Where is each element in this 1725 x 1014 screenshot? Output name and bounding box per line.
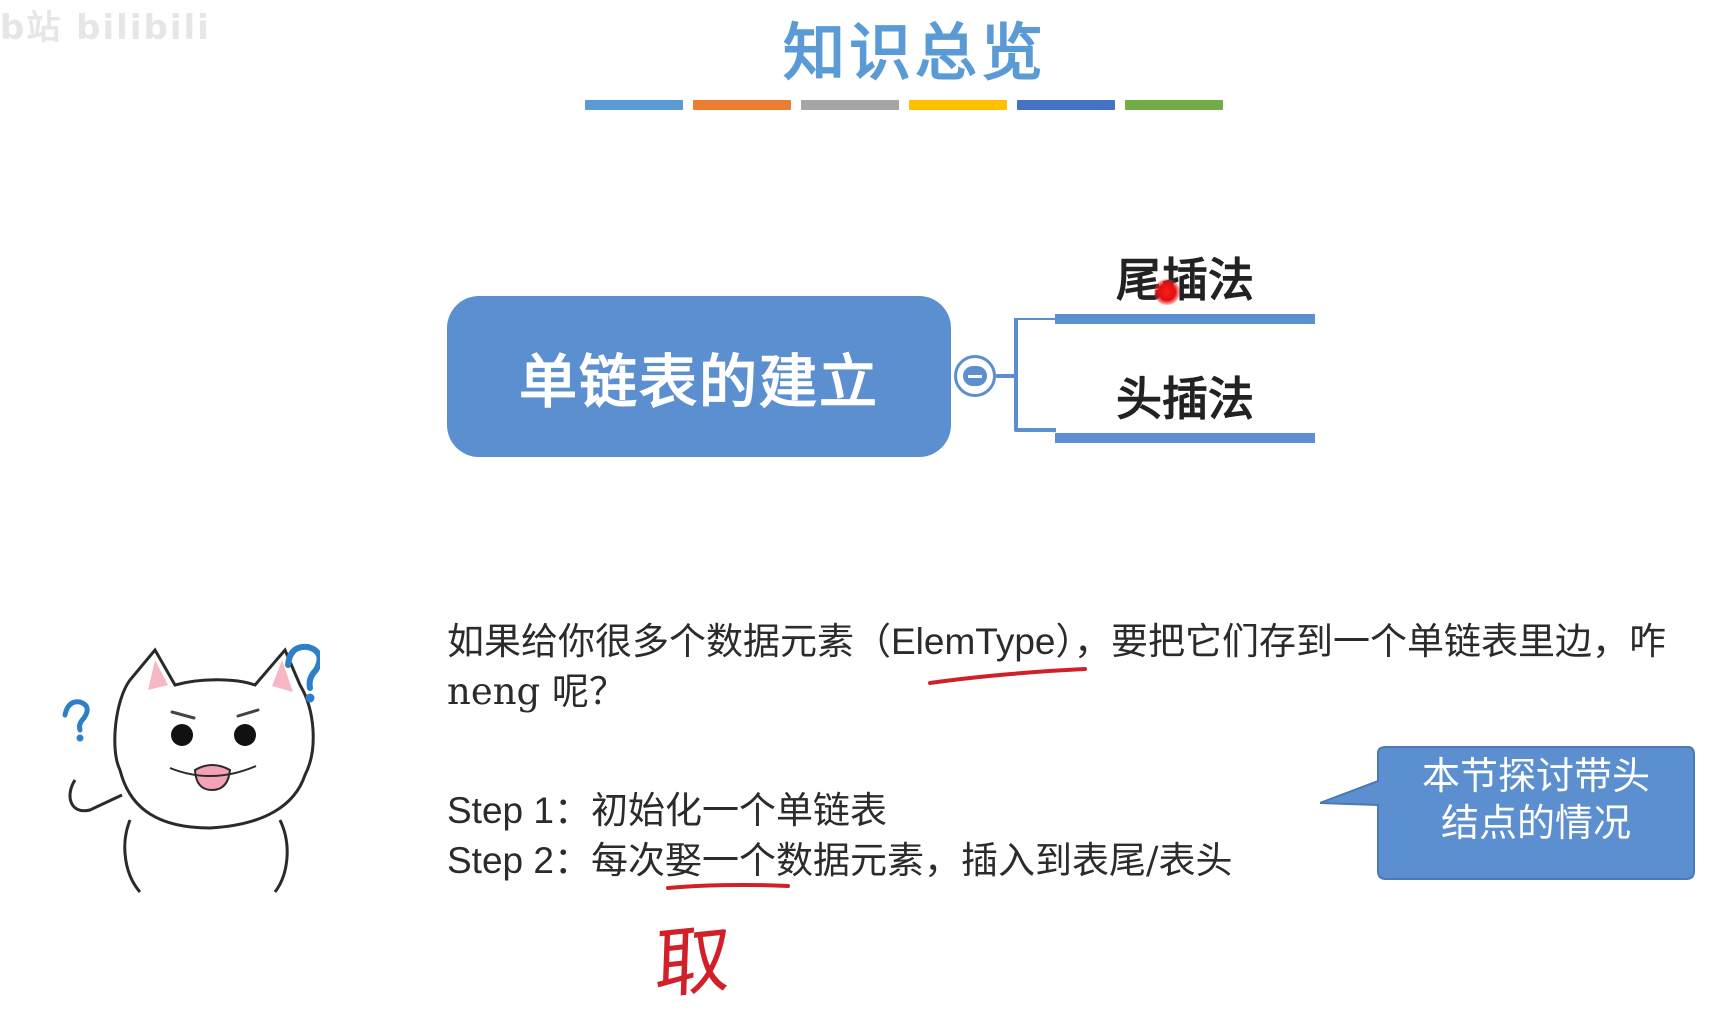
color-bar	[693, 100, 791, 110]
callout-bubble: 本节探讨带头 结点的情况	[1320, 745, 1695, 885]
color-bar	[1125, 100, 1223, 110]
collapse-toggle-icon[interactable]	[954, 355, 996, 397]
step-label: Step 2：	[447, 840, 591, 881]
steps-list: Step 1：初始化一个单链表 Step 2：每次娶一个数据元素，插入到表尾/表…	[447, 786, 1232, 886]
color-bar	[585, 100, 683, 110]
question-suffix: ），要把它们存到一个单链表里边，咋 neng 呢？	[447, 620, 1667, 713]
callout-text: 本节探讨带头 结点的情况	[1380, 753, 1692, 847]
step-item: Step 2：每次娶一个数据元素，插入到表尾/表头	[447, 836, 1232, 886]
callout-line: 结点的情况	[1440, 801, 1631, 845]
branch-underline	[1055, 433, 1315, 443]
mindmap-branch-tail-insert[interactable]: 尾插法	[1116, 253, 1254, 307]
question-prefix: 如果给你很多个数据元素（	[447, 620, 891, 663]
title-color-bars	[585, 100, 1223, 110]
step-text: 每次娶一个数据元素，插入到表尾/表头	[590, 839, 1233, 882]
callout-shape	[1320, 746, 1695, 880]
mindmap-connector	[996, 318, 1056, 432]
branch-underline	[1055, 314, 1315, 324]
color-bar	[909, 100, 1007, 110]
slide-title: 知识总览	[782, 16, 1047, 89]
callout-line: 本节探讨带头	[1421, 754, 1650, 798]
confused-cat-mascot-icon	[62, 643, 320, 893]
minus-icon	[963, 366, 987, 386]
color-bar	[1017, 100, 1115, 110]
step-text: 初始化一个单链表	[590, 789, 887, 832]
step-item: Step 1：初始化一个单链表	[447, 786, 1232, 836]
color-bar	[801, 100, 899, 110]
laser-pointer-icon	[1154, 279, 1180, 305]
question-text: 如果给你很多个数据元素（ElemType），要把它们存到一个单链表里边，咋 ne…	[447, 617, 1677, 717]
bilibili-watermark: b站 bilibili	[0, 8, 211, 48]
elemtype-term: ElemType	[891, 621, 1056, 662]
handwritten-correction: 取	[653, 912, 733, 1011]
mindmap-branch-head-insert[interactable]: 头插法	[1116, 372, 1254, 426]
step-label: Step 1：	[447, 790, 591, 831]
mindmap-central-topic[interactable]: 单链表的建立	[447, 296, 951, 457]
